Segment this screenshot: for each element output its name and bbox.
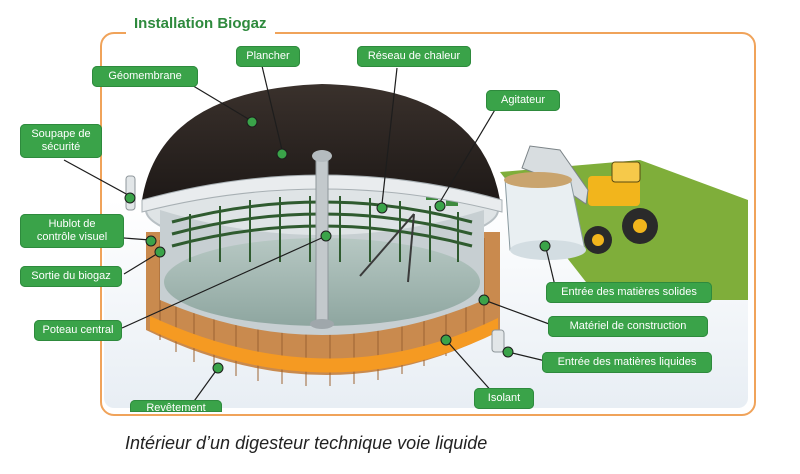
leader-lines	[63, 65, 561, 405]
label-plancher: Plancher	[236, 46, 300, 67]
diagram-title: Installation Biogaz	[126, 14, 275, 34]
dome	[142, 84, 500, 200]
leader-dots	[124, 116, 551, 374]
label-geomembrane: Géomembrane	[92, 66, 198, 87]
label-soupape: Soupape de sécurité	[20, 124, 102, 158]
floor-ring	[141, 174, 503, 213]
liquid-inlet-pipe	[491, 329, 505, 353]
label-revetement: Revêtement	[130, 400, 222, 412]
label-entree-matieres-solides: Entrée des matières solides	[546, 282, 712, 303]
figure-caption: Intérieur d’un digesteur technique voie …	[125, 433, 488, 453]
label-entree-matieres-liquides: Entrée des matières liquides	[542, 352, 712, 373]
heating-network-posts	[189, 196, 459, 262]
label-reseau-de-chaleur: Réseau de chaleur	[357, 46, 471, 67]
label-materiel-de-construction: Matériel de construction	[548, 316, 708, 337]
label-agitateur: Agitateur	[486, 90, 560, 111]
label-hublot: Hublot de contrôle visuel	[20, 214, 124, 248]
insulation-band	[150, 316, 498, 373]
label-poteau-central: Poteau central	[34, 320, 122, 341]
label-sortie-du-biogaz: Sortie du biogaz	[20, 266, 122, 287]
label-isolant: Isolant	[474, 388, 534, 409]
